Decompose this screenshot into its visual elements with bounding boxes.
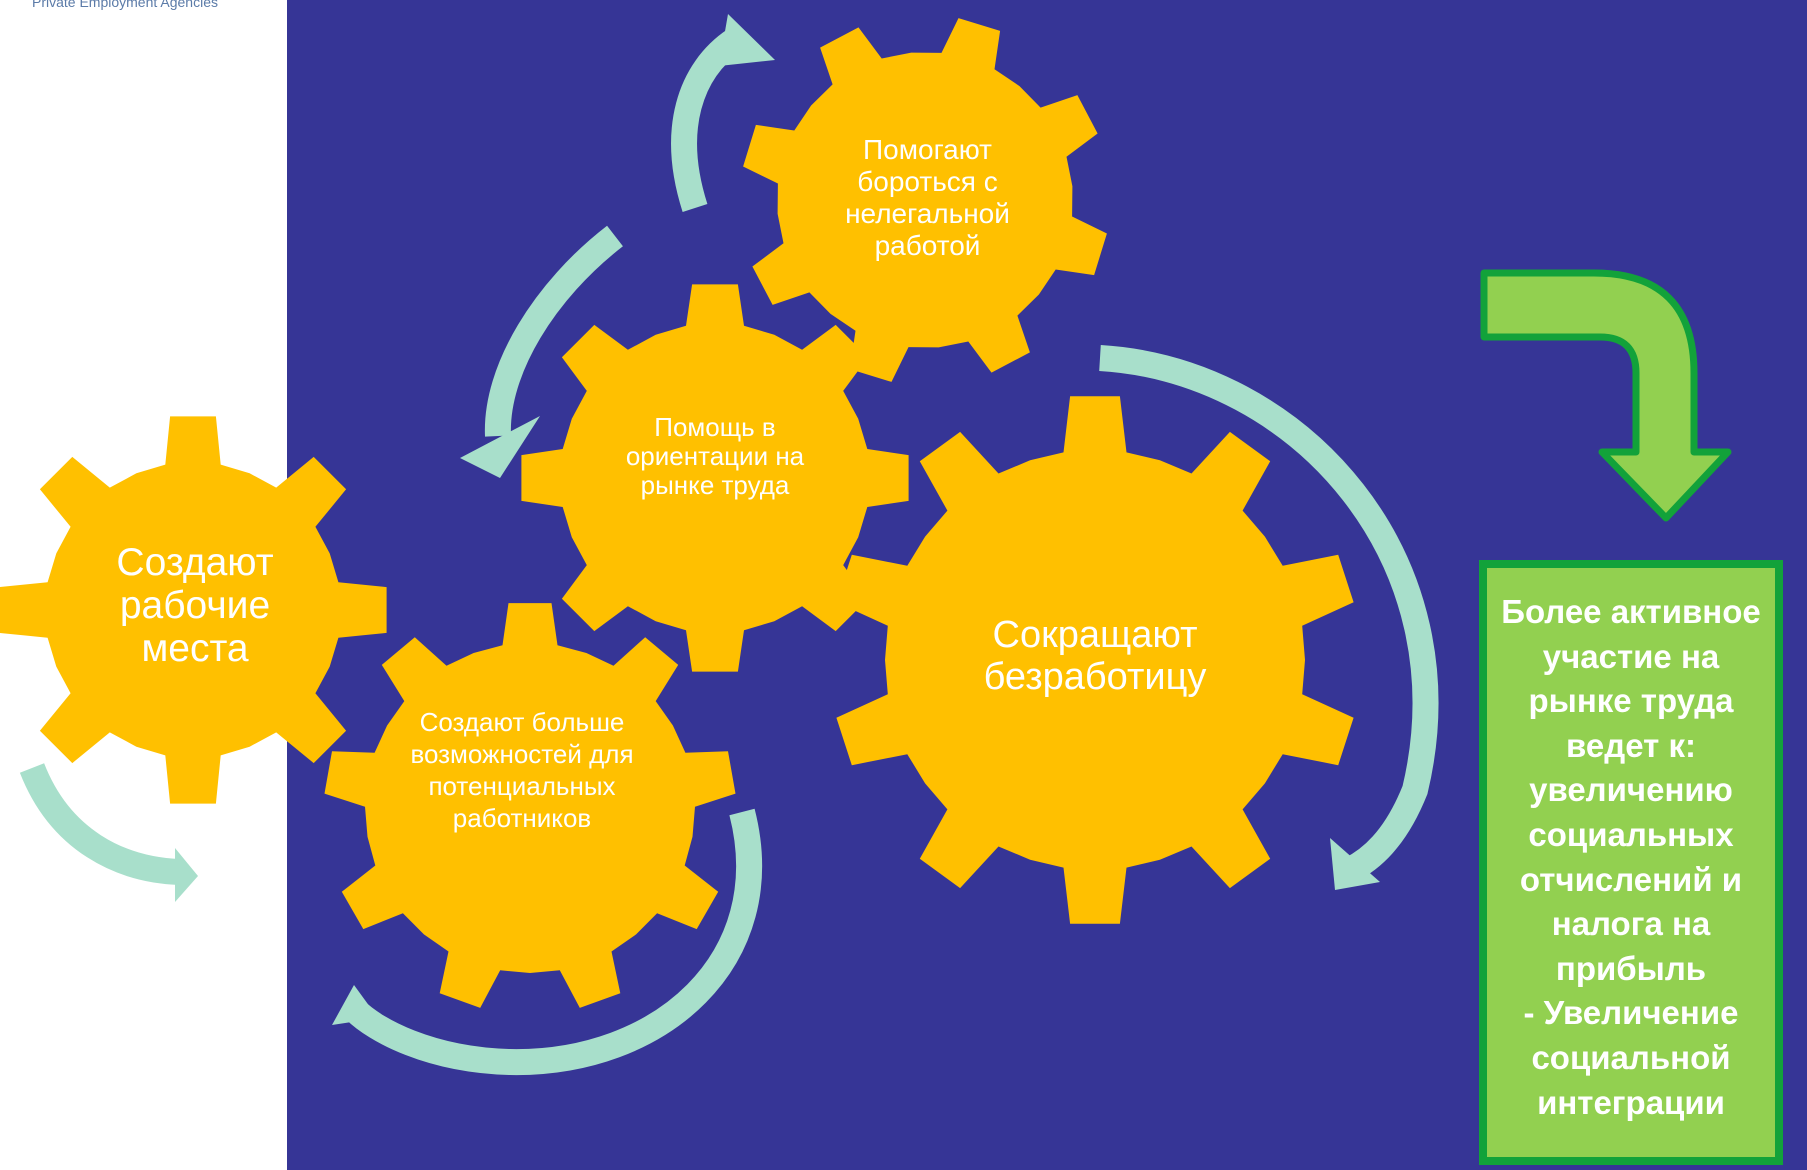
arrow-bottom-mid-head xyxy=(332,985,378,1025)
gear-label-more-opportunities: Создают больше возможностей для потенциа… xyxy=(410,707,634,833)
gear-reduce-unemployment xyxy=(836,396,1354,924)
gear-label-reduce-unemployment: Сокращают безработицу xyxy=(983,614,1207,698)
arrow-right-large-head xyxy=(1330,838,1380,890)
arrow-top-up-head xyxy=(719,14,775,66)
arrow-right-large xyxy=(1099,345,1439,882)
arrow-left-mid xyxy=(484,225,623,437)
result-box: Более активное участие на рынке труда ве… xyxy=(1479,560,1783,1165)
gear-create-jobs xyxy=(0,416,387,804)
arrow-top-up xyxy=(671,29,743,212)
gear-label-create-jobs: Создают рабочие места xyxy=(116,541,274,670)
gear-help-orientation xyxy=(521,284,909,672)
gear-fight-illegal xyxy=(743,18,1107,382)
header-caption: Private Employment Agencies xyxy=(32,0,218,10)
gear-more-opportunities xyxy=(324,603,736,1008)
arrow-bottom-left-head xyxy=(175,848,198,902)
arrow-left-mid-head xyxy=(460,416,540,478)
gear-label-help-orientation: Помощь в ориентации на рынке труда xyxy=(625,412,805,500)
gear-label-fight-illegal: Помогают бороться с нелегальной работой xyxy=(845,134,1010,261)
arrow-bottom-left xyxy=(19,763,181,885)
arrow-bottom-mid xyxy=(345,808,763,1076)
result-arrow xyxy=(1480,269,1732,522)
